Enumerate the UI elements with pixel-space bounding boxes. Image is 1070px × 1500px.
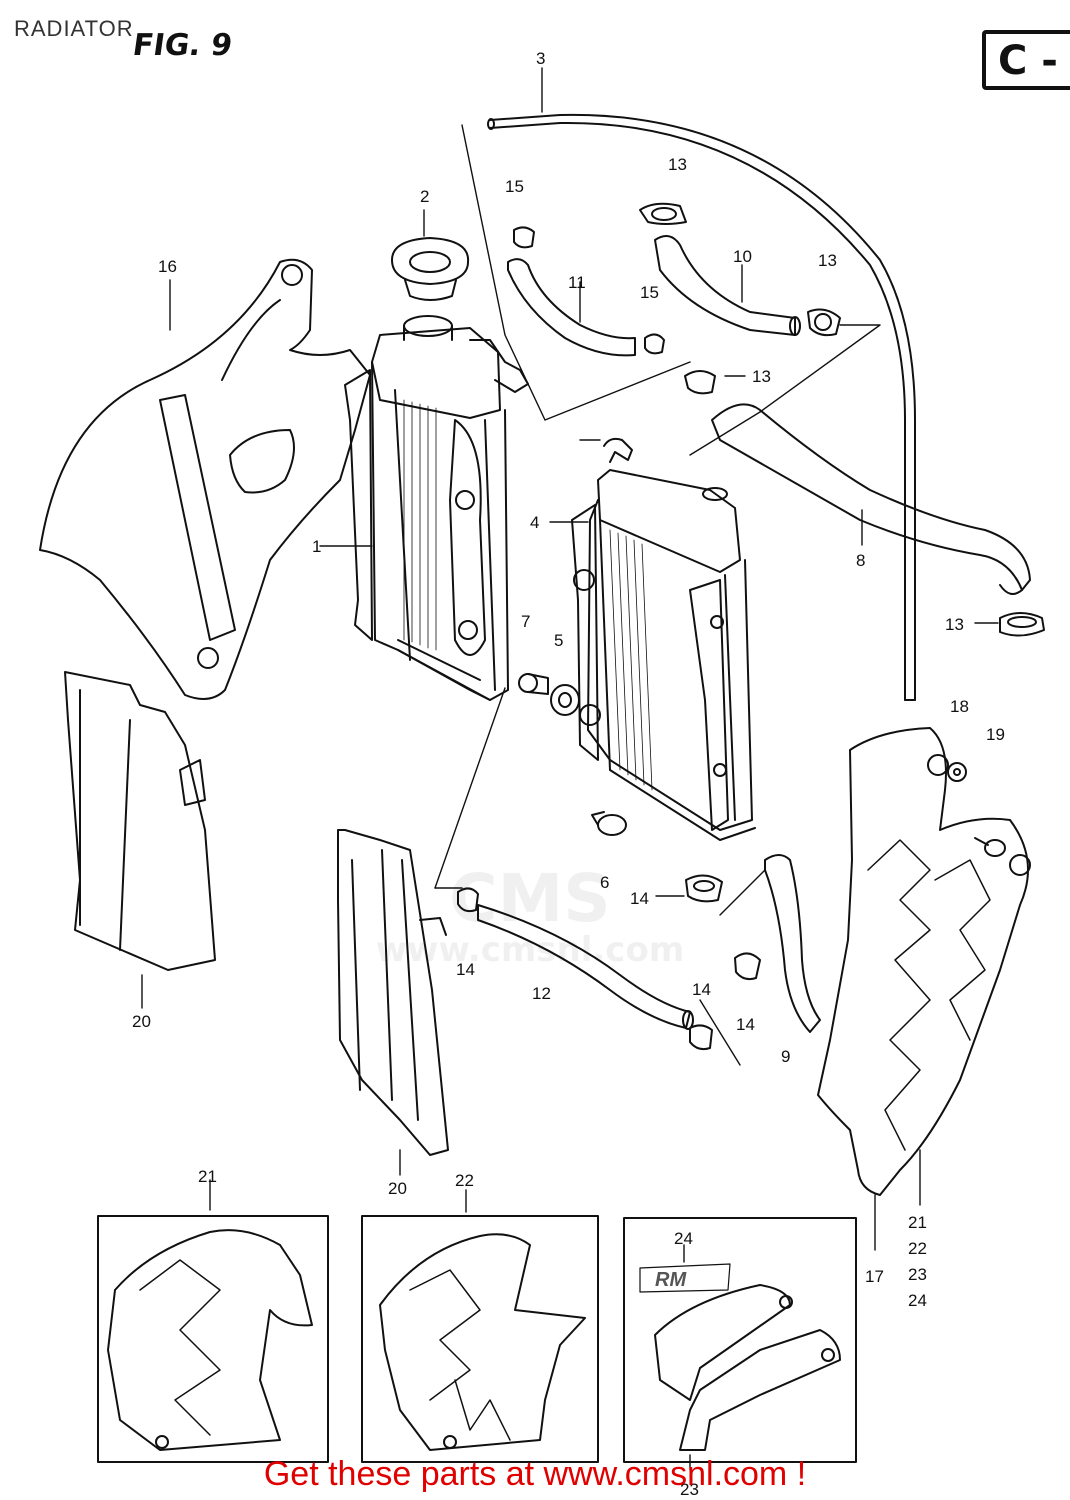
part-19-bolt[interactable]	[974, 837, 1006, 857]
inset-22-decal[interactable]	[361, 1189, 599, 1463]
part-4-right-radiator[interactable]	[571, 437, 756, 841]
part-15-clamp-a[interactable]	[513, 226, 535, 249]
part-3-overflow-hose[interactable]	[487, 113, 916, 701]
part-18-washer[interactable]	[947, 762, 967, 782]
callout-14d: 14	[692, 980, 711, 999]
callout-24: 24	[674, 1229, 693, 1248]
footer-link[interactable]: Get these parts at www.cmsnl.com !	[263, 1455, 807, 1493]
decal-rm-logo: RM	[655, 1269, 687, 1291]
part-2-radiator-cap[interactable]	[391, 209, 470, 301]
callout-13a: 13	[668, 155, 687, 174]
part-1-left-radiator[interactable]	[344, 315, 529, 701]
callout-18: 18	[950, 697, 969, 716]
callout-13b: 13	[818, 251, 837, 270]
callout-8: 8	[856, 551, 865, 570]
part-7-collar[interactable]	[518, 673, 549, 695]
callout-3: 3	[536, 49, 545, 68]
callout-7: 7	[521, 612, 530, 631]
part-14-clamp-c[interactable]	[734, 952, 761, 981]
callout-s22: 22	[908, 1239, 927, 1258]
callout-s23: 23	[908, 1265, 927, 1284]
part-13-clamp-d[interactable]	[999, 612, 1045, 637]
inset-23-24-decals[interactable]	[623, 1217, 857, 1471]
callout-14a: 14	[456, 960, 475, 979]
callout-23: 23	[680, 1480, 699, 1499]
part-13-clamp-b[interactable]	[807, 308, 841, 337]
part-14-clamp-a[interactable]	[457, 887, 479, 913]
part-13-clamp-a[interactable]	[639, 202, 687, 225]
callout-14b: 14	[630, 889, 649, 908]
part-17-radiator-shroud[interactable]	[817, 727, 1031, 1196]
callout-15a: 15	[505, 177, 524, 196]
callout-20b: 20	[388, 1179, 407, 1198]
callout-11: 11	[568, 273, 586, 292]
section-code: C -	[998, 38, 1058, 84]
inset-21-decal[interactable]	[97, 1179, 329, 1463]
leader-lines	[434, 67, 881, 1066]
part-8-radiator-hose[interactable]	[711, 403, 1031, 595]
callout-9: 9	[781, 1047, 790, 1066]
callout-15b: 15	[640, 283, 659, 302]
callout-21: 21	[198, 1167, 217, 1186]
part-13-clamp-c[interactable]	[684, 370, 716, 395]
callout-17: 17	[865, 1267, 884, 1286]
part-14-clamp-b[interactable]	[685, 874, 723, 903]
part-9-hose[interactable]	[764, 854, 821, 1033]
callout-13c: 13	[752, 367, 771, 386]
part-15-clamp-b[interactable]	[644, 333, 665, 355]
callout-2: 2	[420, 187, 429, 206]
callout-1: 1	[312, 537, 321, 556]
callout-20a: 20	[132, 1012, 151, 1031]
callout-22: 22	[455, 1171, 474, 1190]
part-6-bolt[interactable]	[591, 811, 627, 836]
part-11-hose[interactable]	[507, 258, 636, 357]
callout-5: 5	[554, 631, 563, 650]
callout-19: 19	[986, 725, 1005, 744]
callout-s24: 24	[908, 1291, 927, 1310]
callout-16: 16	[158, 257, 177, 276]
callout-labels: 3 2 15 13 16 11 15 10 13 13 4 1 8 13 7 5…	[132, 49, 1005, 1499]
callout-13d: 13	[945, 615, 964, 634]
callout-s21: 21	[908, 1213, 927, 1232]
part-20-radiator-guard-b[interactable]	[337, 829, 449, 1156]
callout-10: 10	[733, 247, 752, 266]
part-16-radiator-shroud[interactable]	[39, 258, 371, 700]
section-code-box: C -	[982, 30, 1070, 90]
part-14-clamp-d[interactable]	[689, 1024, 713, 1051]
part-12-hose[interactable]	[477, 904, 694, 1030]
callout-6: 6	[600, 873, 609, 892]
page-title: RADIATOR	[14, 16, 134, 41]
part-20-radiator-guard-a[interactable]	[64, 671, 216, 971]
part-5-grommet[interactable]	[550, 684, 580, 716]
callout-14c: 14	[736, 1015, 755, 1034]
callout-4: 4	[530, 513, 539, 532]
callout-12: 12	[532, 984, 551, 1003]
part-10-hose[interactable]	[654, 235, 801, 336]
